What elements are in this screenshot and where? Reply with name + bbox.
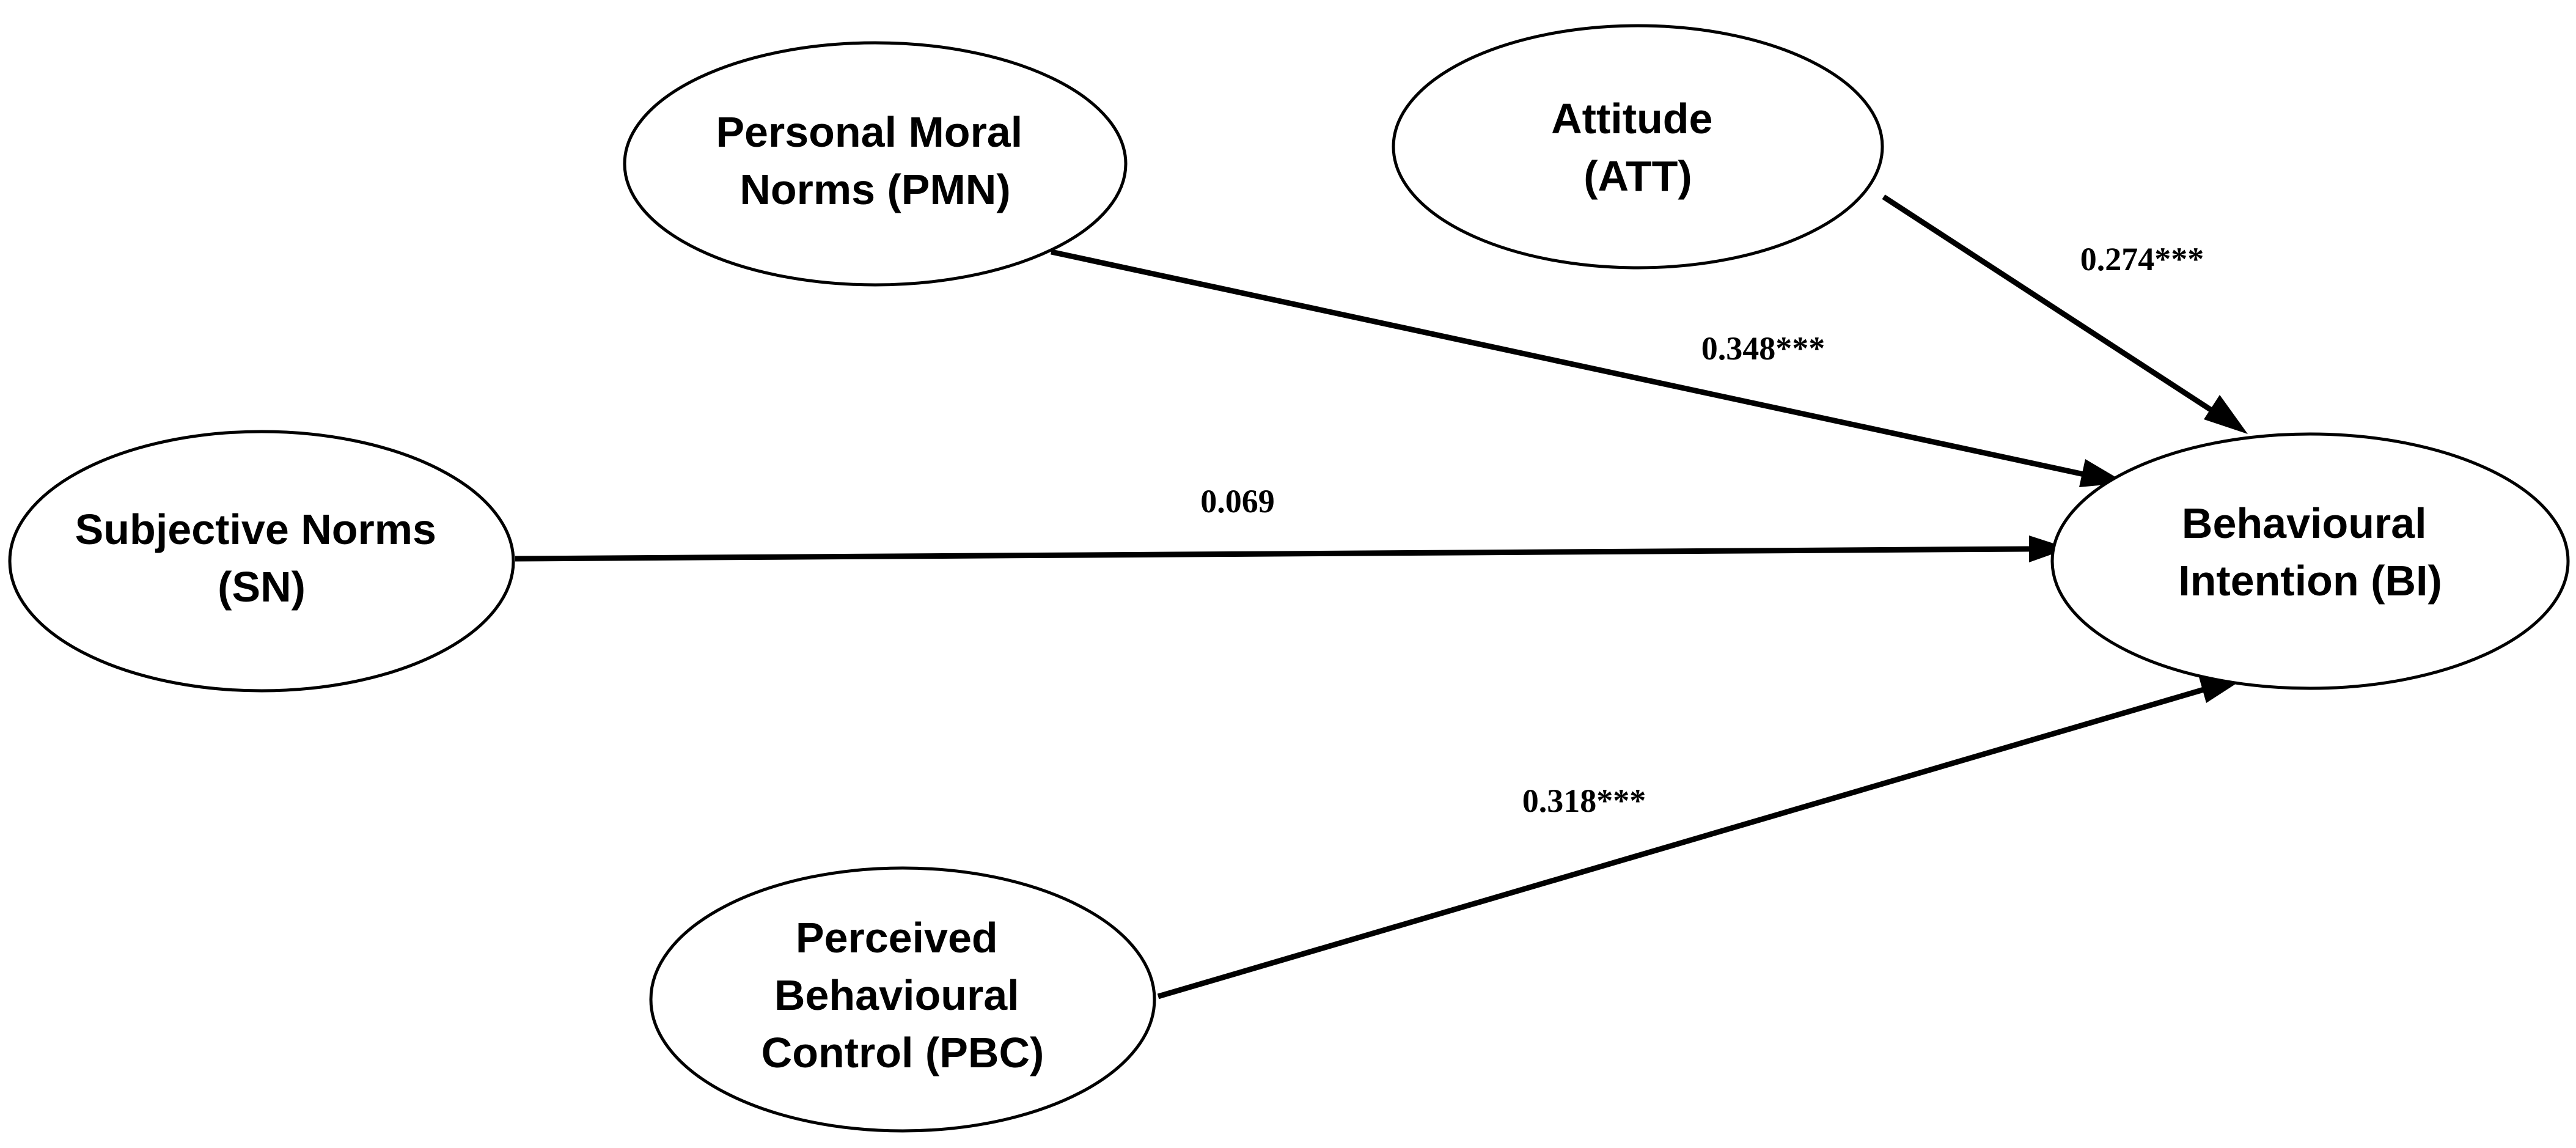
node-att-label: Attitude (ATT) (1551, 95, 1725, 200)
node-sn-label-line-2: (SN) (218, 563, 306, 611)
node-pbc: Perceived Behavioural Control (PBC) (649, 866, 1156, 1133)
node-pmn-label: Personal Moral Norms (PMN) (716, 108, 1034, 213)
node-bi: Behavioural Intention (BI) (2050, 432, 2570, 690)
node-pbc-ellipse (649, 866, 1156, 1133)
node-pbc-label: Perceived Behavioural Control (PBC) (761, 914, 1044, 1076)
edge-pmn-to-bi: 0.348*** (1051, 249, 2126, 487)
edge-att-to-bi-label: 0.274*** (2080, 241, 2204, 278)
node-bi-label: Behavioural Intention (BI) (2178, 499, 2442, 605)
node-att-label-line-2: (ATT) (1583, 152, 1692, 200)
node-pmn-label-line-1: Personal Moral (716, 108, 1022, 156)
node-att-ellipse (1392, 24, 1884, 270)
node-sn-label: Subjective Norms (SN) (75, 506, 449, 611)
node-sn: Subjective Norms (SN) (8, 430, 515, 693)
node-pbc-label-line-3: Control (PBC) (761, 1029, 1044, 1076)
node-bi-label-line-2: Intention (BI) (2178, 557, 2442, 605)
edge-pbc-to-bi: 0.318*** (1157, 675, 2246, 999)
edge-pbc-to-bi-line (1157, 686, 2205, 999)
node-bi-ellipse (2050, 432, 2570, 690)
node-att: Attitude (ATT) (1392, 24, 1884, 270)
edge-att-to-bi-arrowhead (2204, 395, 2248, 434)
edge-att-to-bi: 0.274*** (1882, 194, 2248, 434)
node-pmn-label-line-2: Norms (PMN) (739, 166, 1010, 213)
edge-sn-to-bi: 0.069 (515, 483, 2069, 562)
node-sn-label-line-1: Subjective Norms (75, 506, 436, 553)
node-att-label-line-1: Attitude (1551, 95, 1712, 142)
edge-pbc-to-bi-label: 0.318*** (1522, 782, 1646, 819)
edge-sn-to-bi-line (515, 546, 2030, 562)
node-sn-ellipse (8, 430, 515, 693)
node-pmn: Personal Moral Norms (PMN) (623, 41, 1128, 287)
edge-sn-to-bi-label: 0.069 (1200, 483, 1275, 520)
edge-sn-to-bi-arrowhead (2029, 535, 2069, 562)
edge-att-to-bi-line (1882, 194, 2214, 413)
node-pbc-label-line-1: Perceived (796, 914, 998, 962)
edge-pmn-to-bi-label: 0.348*** (1701, 330, 1826, 367)
edge-pmn-to-bi-line (1051, 249, 2085, 477)
node-pmn-ellipse (623, 41, 1128, 287)
node-bi-label-line-1: Behavioural (2182, 499, 2427, 547)
node-pbc-label-line-2: Behavioural (774, 971, 1019, 1019)
